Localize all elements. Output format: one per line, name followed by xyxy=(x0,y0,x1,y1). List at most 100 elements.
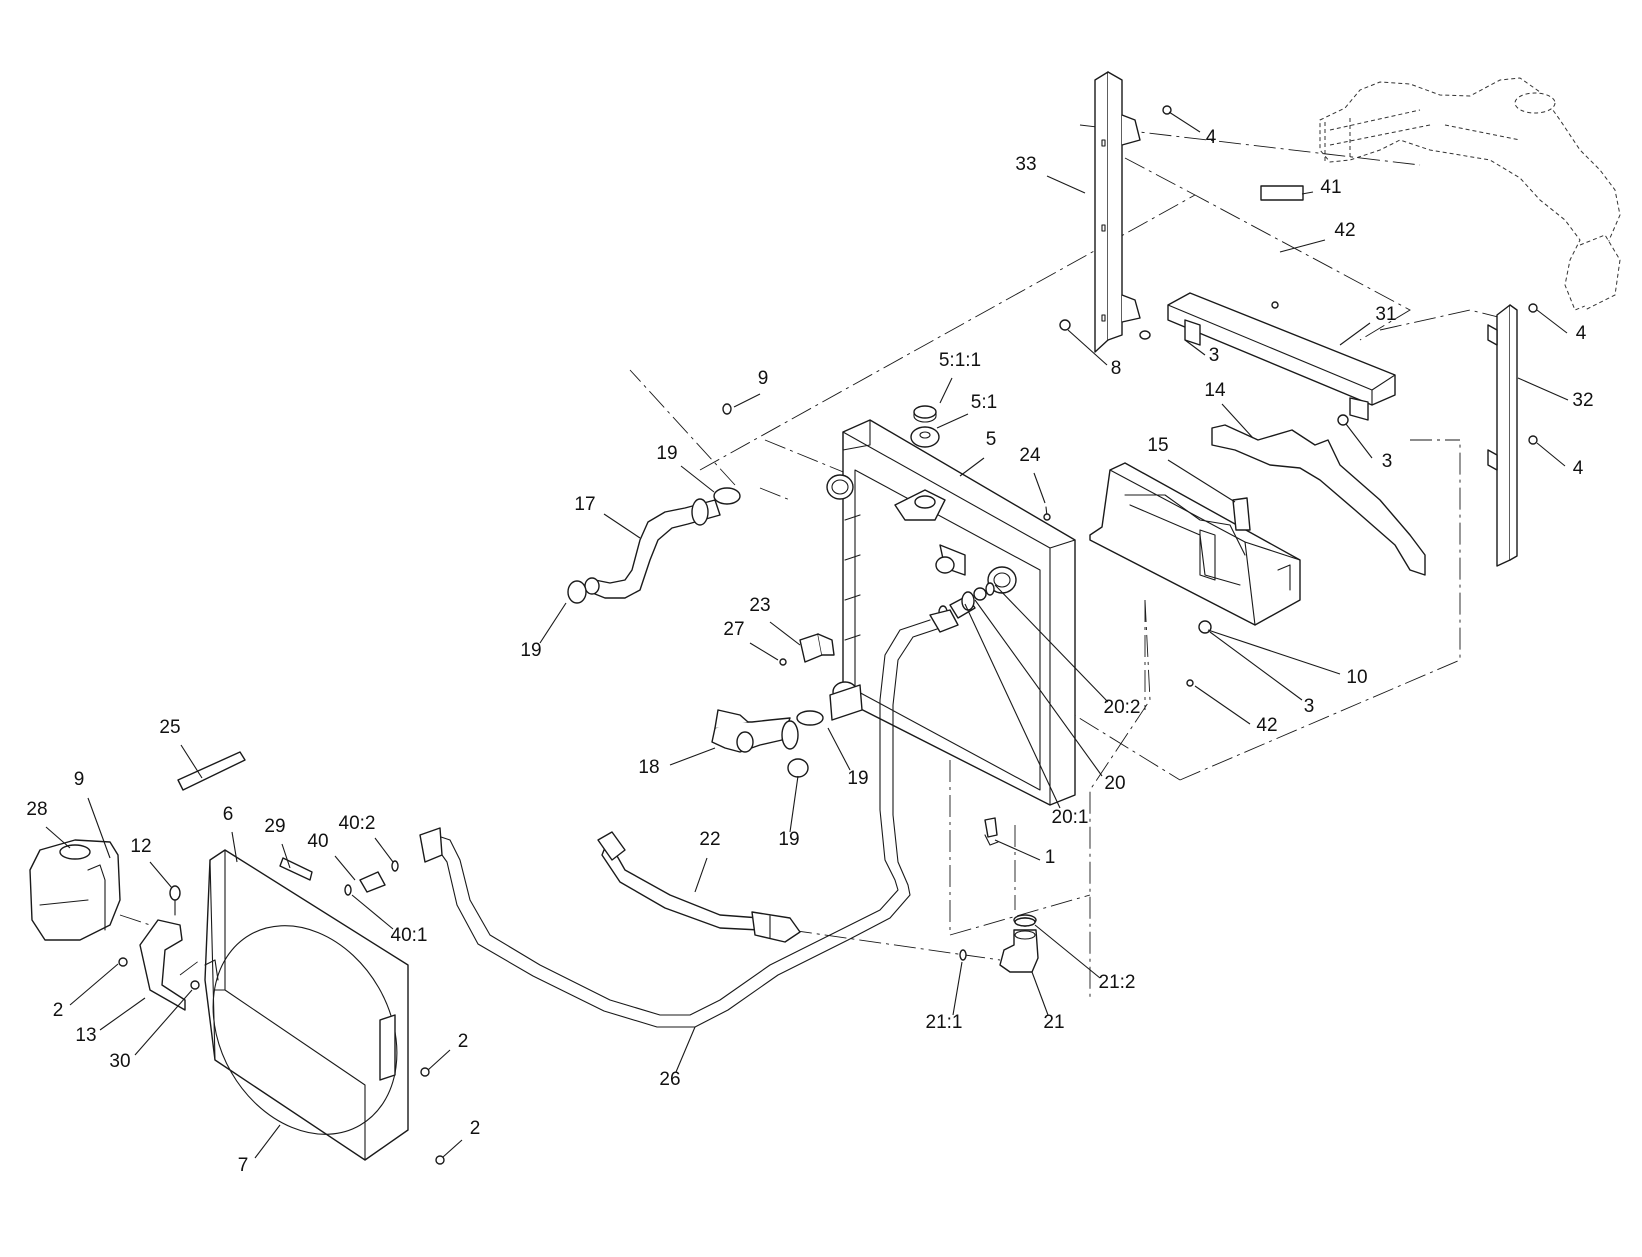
hose-17 xyxy=(567,487,741,604)
leader-line xyxy=(1046,175,1086,194)
callout-label: 3 xyxy=(1304,696,1315,717)
callout-label: 19 xyxy=(520,640,541,661)
clamp-9 xyxy=(107,403,732,868)
leader-line xyxy=(680,465,715,493)
leader-line xyxy=(974,599,1103,777)
callout-label: 5:1 xyxy=(971,392,997,413)
leader-line xyxy=(1167,459,1236,503)
leader-line xyxy=(1194,685,1251,725)
callout-label: 18 xyxy=(638,757,659,778)
callout-label: 8 xyxy=(1111,358,1122,379)
callout-label: 20 xyxy=(1104,773,1125,794)
callout-label: 9 xyxy=(758,368,769,389)
leader-line xyxy=(1034,924,1101,979)
leader-line xyxy=(87,797,111,859)
callout-label: 40:1 xyxy=(391,925,428,946)
leader-line xyxy=(1536,309,1568,334)
leader-line xyxy=(442,1139,463,1158)
leader-line xyxy=(959,457,985,477)
callout-label: 21:1 xyxy=(926,1012,963,1033)
callout-label: 15 xyxy=(1147,435,1168,456)
leader-line xyxy=(1339,322,1371,346)
leader-line xyxy=(1279,239,1326,253)
callout-label: 26 xyxy=(659,1069,680,1090)
callout-label: 23 xyxy=(749,595,770,616)
leader-line xyxy=(994,839,1041,861)
leader-line xyxy=(675,1026,696,1073)
leader-line xyxy=(1033,472,1046,504)
callout-label: 33 xyxy=(1015,154,1036,175)
leader-line xyxy=(1184,339,1206,356)
callout-label: 32 xyxy=(1572,390,1593,411)
callout-label: 24 xyxy=(1019,445,1041,466)
radiator-cap-5-1 xyxy=(910,405,940,448)
callout-label: 20:2 xyxy=(1104,697,1141,718)
frame-phantom xyxy=(1319,77,1621,311)
leader-line xyxy=(334,855,356,881)
bracket-32 xyxy=(1487,304,1518,567)
callout-label: 1 xyxy=(1045,847,1056,868)
leader-line xyxy=(733,393,761,408)
callout-label: 31 xyxy=(1375,304,1396,325)
leader-line xyxy=(99,997,146,1031)
decal-29 xyxy=(279,857,313,881)
callout-label: 21:2 xyxy=(1099,972,1136,993)
channel-31 xyxy=(1139,292,1396,421)
leader-line xyxy=(374,837,394,863)
surge-tank-28 xyxy=(29,839,121,941)
hose-18 xyxy=(711,709,824,778)
leader-line xyxy=(281,843,291,869)
callout-label: 4 xyxy=(1576,323,1587,344)
callout-label: 7 xyxy=(238,1155,249,1176)
callout-label: 4 xyxy=(1573,458,1584,479)
relay-23 xyxy=(779,633,835,666)
strap-14 xyxy=(1211,424,1426,576)
drain-cock-1 xyxy=(984,817,999,846)
callout-label: 6 xyxy=(223,804,234,825)
tube-26 xyxy=(419,609,959,1028)
leader-line xyxy=(994,584,1109,703)
callout-label: 20:1 xyxy=(1052,807,1089,828)
callout-label: 19 xyxy=(847,768,868,789)
leader-line xyxy=(1345,423,1373,459)
leader-line xyxy=(231,831,238,863)
leader-line xyxy=(749,642,779,661)
callout-label: 3 xyxy=(1209,345,1220,366)
leader-line xyxy=(769,621,801,646)
bracket-33 xyxy=(1094,71,1141,353)
callout-label: 14 xyxy=(1204,380,1226,401)
leader-line xyxy=(1301,191,1314,195)
callout-label: 19 xyxy=(778,829,799,850)
hose-25 xyxy=(177,751,246,791)
leader-line xyxy=(669,747,716,766)
leader-lines xyxy=(45,111,1569,1159)
hose-22 xyxy=(597,831,801,943)
leader-line xyxy=(1536,442,1566,467)
leader-line xyxy=(1031,971,1049,1016)
callout-label: 30 xyxy=(109,1051,130,1072)
callout-label: 9 xyxy=(74,769,85,790)
callout-label: 2 xyxy=(53,1000,64,1021)
leader-line xyxy=(952,961,963,1016)
callout-label: 2 xyxy=(470,1118,481,1139)
bracket-13 xyxy=(139,885,200,1011)
callout-label: 25 xyxy=(159,717,180,738)
callout-label: 3 xyxy=(1382,451,1393,472)
leader-line xyxy=(69,963,119,1006)
shroud-panel-10 xyxy=(1089,462,1301,626)
leader-line xyxy=(789,775,799,833)
callout-label: 12 xyxy=(130,836,151,857)
callout-label: 29 xyxy=(264,816,285,837)
callout-label: 41 xyxy=(1320,177,1341,198)
leader-line xyxy=(1207,629,1341,675)
leader-line xyxy=(134,989,193,1056)
fittings-40 xyxy=(344,860,399,896)
leader-line xyxy=(1168,111,1201,133)
fittings-20 xyxy=(938,582,995,619)
callout-label: 2 xyxy=(458,1031,469,1052)
leader-line xyxy=(603,513,641,539)
fan-shroud-6 xyxy=(204,849,409,1161)
callout-label: 10 xyxy=(1346,667,1367,688)
leader-line xyxy=(45,826,71,849)
